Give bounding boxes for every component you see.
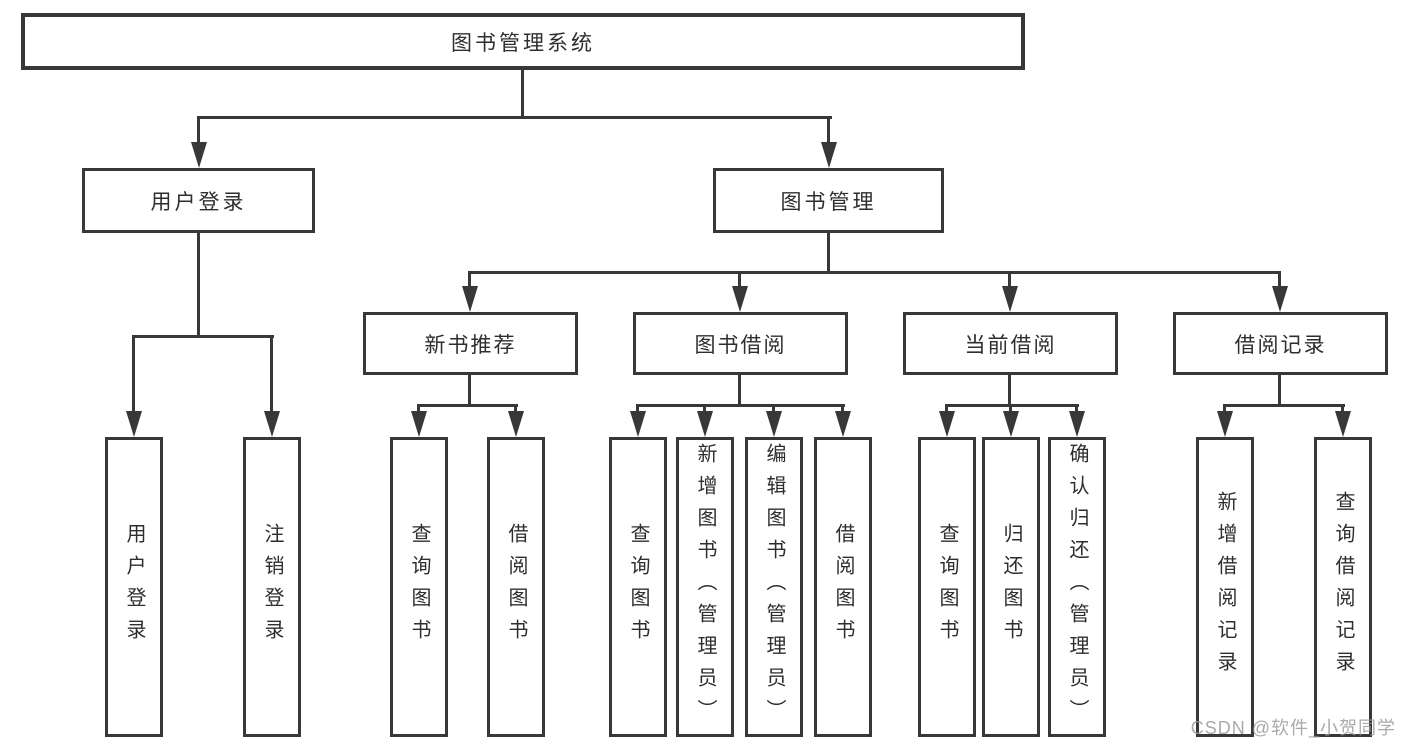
connector (468, 375, 471, 407)
arrowhead-down-icon (1002, 286, 1018, 312)
arrowhead-down-icon (1335, 411, 1351, 437)
csdn-watermark: CSDN @软件_小贺同学 (1190, 718, 1396, 738)
node-label: 用户登录 (150, 190, 247, 214)
node-current-borrowing: 当前借阅 (903, 312, 1118, 375)
connector (738, 271, 741, 291)
connector (197, 233, 200, 338)
leaf-add-borrow-record: 新增借阅记录 (1196, 437, 1254, 737)
node-label: 借阅图书 (832, 523, 854, 651)
node-label: 查询图书 (408, 523, 430, 651)
leaf-add-books-admin: 新增图书（管理员） (676, 437, 734, 737)
arrowhead-down-icon (939, 411, 955, 437)
arrowhead-down-icon (630, 411, 646, 437)
node-label: 用户登录 (123, 523, 145, 651)
node-library-management-system: 图书管理系统 (21, 13, 1025, 70)
connector (1278, 271, 1281, 291)
arrowhead-down-icon (126, 411, 142, 437)
arrowhead-down-icon (462, 286, 478, 312)
connector (1278, 375, 1281, 407)
node-label: 注销登录 (261, 523, 283, 651)
connector (636, 404, 639, 415)
connector (1223, 404, 1345, 407)
connector (417, 404, 518, 407)
leaf-borrow-books-recommend: 借阅图书 (487, 437, 545, 737)
connector (636, 404, 845, 407)
leaf-confirm-return-admin: 确认归还（管理员） (1048, 437, 1106, 737)
connector (197, 116, 200, 146)
node-label: 查询图书 (936, 523, 958, 651)
node-label: 归还图书 (1000, 523, 1022, 651)
connector (827, 116, 830, 146)
connector (1008, 375, 1011, 407)
connector (945, 404, 1079, 407)
connector (772, 404, 775, 415)
node-label: 新增图书（管理员） (694, 443, 716, 731)
node-user-login: 用户登录 (82, 168, 315, 233)
connector (1009, 404, 1012, 415)
arrowhead-down-icon (1069, 411, 1085, 437)
node-label: 查询借阅记录 (1332, 491, 1354, 683)
connector (1341, 404, 1344, 415)
arrowhead-down-icon (697, 411, 713, 437)
connector (132, 335, 274, 338)
connector (703, 404, 706, 415)
node-label: 查询图书 (627, 523, 649, 651)
node-label: 借阅图书 (505, 523, 527, 651)
leaf-edit-books-admin: 编辑图书（管理员） (745, 437, 803, 737)
arrowhead-down-icon (835, 411, 851, 437)
arrowhead-down-icon (732, 286, 748, 312)
connector (468, 271, 1281, 274)
leaf-query-books-borrow: 查询图书 (609, 437, 667, 737)
leaf-query-books-recommend: 查询图书 (390, 437, 448, 737)
connector (1223, 404, 1226, 415)
connector (514, 404, 517, 415)
node-label: 借阅记录 (1234, 333, 1327, 357)
node-label: 图书管理 (780, 190, 877, 214)
leaf-query-books-current: 查询图书 (918, 437, 976, 737)
connector (468, 271, 471, 291)
node-label: 新增借阅记录 (1214, 491, 1236, 683)
node-label: 确认归还（管理员） (1066, 443, 1088, 731)
leaf-borrow-books: 借阅图书 (814, 437, 872, 737)
node-book-management: 图书管理 (713, 168, 944, 233)
connector (1008, 271, 1011, 291)
connector (827, 233, 830, 274)
connector (270, 335, 273, 415)
arrowhead-down-icon (821, 142, 837, 168)
arrowhead-down-icon (1217, 411, 1233, 437)
leaf-query-borrow-record: 查询借阅记录 (1314, 437, 1372, 737)
node-label: 新书推荐 (424, 333, 517, 357)
node-label: 图书借阅 (694, 333, 787, 357)
node-borrowing-records: 借阅记录 (1173, 312, 1388, 375)
arrowhead-down-icon (264, 411, 280, 437)
connector (132, 335, 135, 415)
connector (1075, 404, 1078, 415)
arrowhead-down-icon (411, 411, 427, 437)
leaf-logout: 注销登录 (243, 437, 301, 737)
connector (417, 404, 420, 415)
connector (197, 116, 832, 119)
leaf-return-books: 归还图书 (982, 437, 1040, 737)
connector (738, 375, 741, 407)
leaf-user-login: 用户登录 (105, 437, 163, 737)
arrowhead-down-icon (1272, 286, 1288, 312)
node-book-borrowing: 图书借阅 (633, 312, 848, 375)
node-label: 编辑图书（管理员） (763, 443, 785, 731)
node-label: 当前借阅 (964, 333, 1057, 357)
arrowhead-down-icon (191, 142, 207, 168)
connector (521, 70, 524, 118)
connector (945, 404, 948, 415)
connector (841, 404, 844, 415)
arrowhead-down-icon (1003, 411, 1019, 437)
arrowhead-down-icon (766, 411, 782, 437)
node-new-book-recommendation: 新书推荐 (363, 312, 578, 375)
node-label: 图书管理系统 (451, 31, 595, 55)
arrowhead-down-icon (508, 411, 524, 437)
